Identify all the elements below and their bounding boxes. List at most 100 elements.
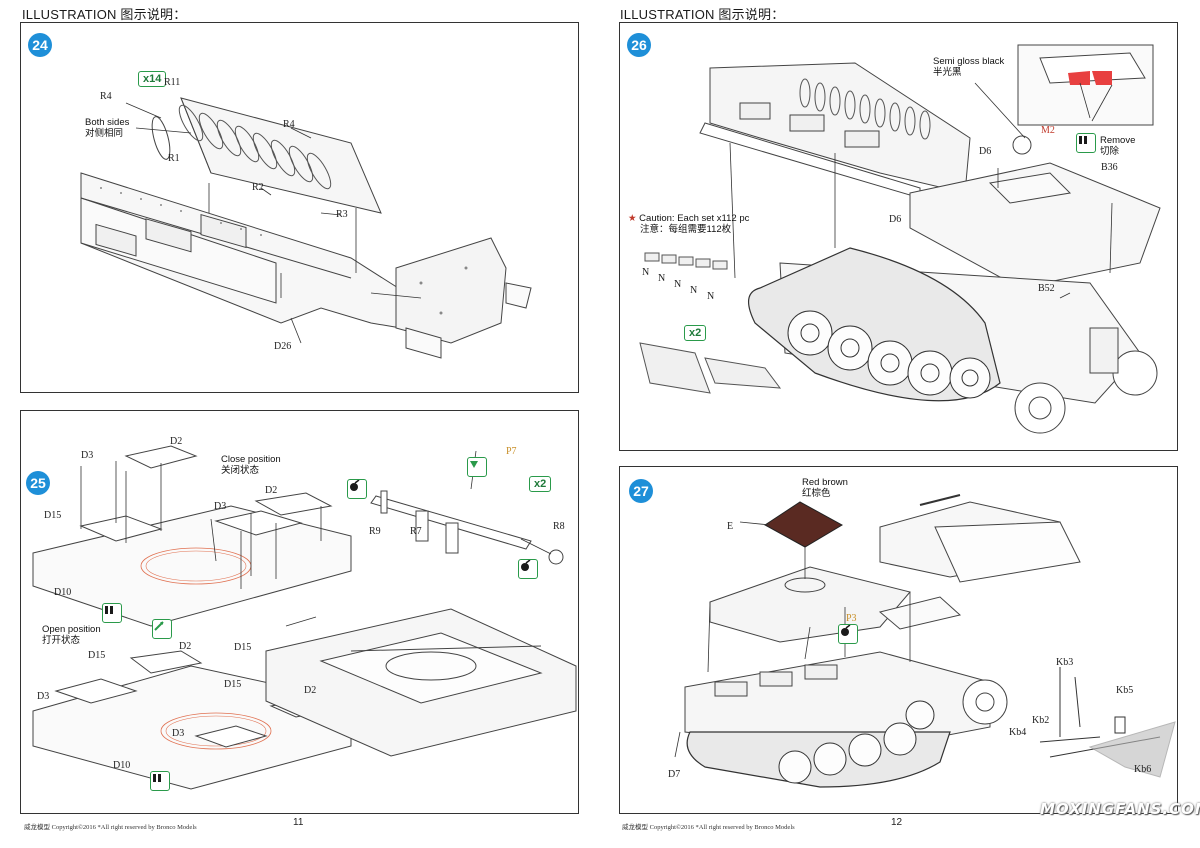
part-label-d2-d: D2 <box>304 685 317 696</box>
note-caution-cn: 注意：每组需要112枚 <box>640 224 732 235</box>
right-footer-copyright: 威龙模型 Copyright©2016 *All right reserved … <box>622 821 795 831</box>
step-24-panel: 24 <box>20 22 579 393</box>
part-label-r4: R4 <box>100 91 112 102</box>
part-label-d6: D6 <box>979 146 992 157</box>
part-label-e: E <box>727 521 734 532</box>
note-remove-cn: 切除 <box>1100 146 1120 157</box>
part-label-kb2: Kb2 <box>1032 715 1050 726</box>
note-close-position-en: Close position <box>221 454 281 465</box>
part-label-m2: M2 <box>1041 125 1055 136</box>
note-both-sides-en: Both sides <box>85 117 130 128</box>
left-footer-copyright: 威龙模型 Copyright©2016 *All right reserved … <box>24 821 197 831</box>
site-watermark: MOXINGFANS.COM <box>1040 800 1200 818</box>
open-close-icon <box>152 619 172 639</box>
part-label-p3: P3 <box>846 613 857 624</box>
glue-icon <box>518 559 538 579</box>
right-footer-text: Copyright©2016 *All right reserved by Br… <box>649 824 795 831</box>
part-label-d10: D10 <box>54 587 72 598</box>
part-label-d2-b: D2 <box>265 485 278 496</box>
note-red-brown-en: Red brown <box>802 477 848 488</box>
step-27-drawing <box>674 494 1176 788</box>
step-number-badge: 26 <box>627 33 651 57</box>
glue-icon <box>347 479 367 499</box>
right-footer-brand: 威龙模型 <box>622 824 648 831</box>
note-open-position-en: Open position <box>42 624 101 635</box>
note-open-position-cn: 打开状态 <box>42 635 81 646</box>
remove-icon <box>1076 133 1096 153</box>
part-label-n: N <box>642 267 650 278</box>
part-label-n: N <box>658 273 666 284</box>
note-semi-gloss-black-cn: 半光黑 <box>933 67 962 78</box>
part-label-r11: R11 <box>164 77 181 88</box>
part-label-d10-b: D10 <box>113 760 131 771</box>
part-label-kb6: Kb6 <box>1134 764 1152 775</box>
part-label-d15-c: D15 <box>88 650 106 661</box>
quantity-badge: x2 <box>529 476 552 492</box>
note-red-brown: Red brown 红棕色 <box>802 477 848 499</box>
quantity-badge: x14 <box>138 71 167 87</box>
glue-drop-icon <box>841 625 851 636</box>
step-27-panel: 27 <box>619 466 1178 814</box>
step-26-drawing <box>639 44 1161 434</box>
part-label-d2-c: D2 <box>179 641 192 652</box>
option-b-icon <box>153 774 161 782</box>
note-close-position: Close position 关闭状态 <box>221 454 281 476</box>
part-label-r8: R8 <box>553 521 565 532</box>
part-label-d3-c: D3 <box>37 691 50 702</box>
caution-star-icon: ★ <box>628 213 637 224</box>
part-label-d2: D2 <box>170 436 183 447</box>
part-label-b36: B36 <box>1101 162 1118 173</box>
right-page-number: 12 <box>891 817 903 828</box>
part-label-r3: R3 <box>336 209 348 220</box>
part-label-r2: R2 <box>252 182 264 193</box>
step-number-badge: 27 <box>629 479 653 503</box>
part-label-d3-b: D3 <box>214 501 227 512</box>
note-both-sides-cn: 对侧相同 <box>85 128 124 139</box>
note-both-sides: Both sides 对侧相同 <box>85 117 129 139</box>
part-label-d15-d: D15 <box>224 679 242 690</box>
part-label-p7: P7 <box>506 446 517 457</box>
part-label-d26: D26 <box>274 341 292 352</box>
left-page-title: ILLUSTRATION 图示说明： <box>22 7 187 22</box>
part-label-n: N <box>690 285 698 296</box>
step-24-drawing <box>80 97 532 359</box>
part-label-kb5: Kb5 <box>1116 685 1134 696</box>
glue-drop-icon <box>350 480 360 491</box>
step-26-panel: 26 <box>619 22 1178 451</box>
note-close-position-cn: 关闭状态 <box>221 465 260 476</box>
part-label-n: N <box>707 291 715 302</box>
note-remove: Remove 切除 <box>1100 135 1135 157</box>
part-label-r1: R1 <box>168 153 180 164</box>
note-semi-gloss-black-en: Semi gloss black <box>933 56 1005 67</box>
part-label-d3-d: D3 <box>172 728 185 739</box>
quantity-badge: x2 <box>684 325 707 341</box>
part-label-n: N <box>674 279 682 290</box>
glue-drop-icon <box>521 560 531 571</box>
option-icon <box>102 603 122 623</box>
step-25-panel: 25 <box>20 410 579 814</box>
note-open-position: Open position 打开状态 <box>42 624 101 646</box>
note-red-brown-cn: 红棕色 <box>802 488 831 499</box>
cut-icon <box>1079 136 1087 144</box>
option-icon <box>150 771 170 791</box>
right-page-title: ILLUSTRATION 图示说明： <box>620 7 785 22</box>
part-label-r7: R7 <box>410 526 422 537</box>
part-label-d15-b: D15 <box>234 642 252 653</box>
part-label-r9: R9 <box>369 526 381 537</box>
part-label-d3: D3 <box>81 450 94 461</box>
left-page-number: 11 <box>293 817 304 828</box>
step-number-badge: 25 <box>26 471 50 495</box>
part-label-b52: B52 <box>1038 283 1055 294</box>
option-a-icon <box>105 606 113 614</box>
bend-down-icon <box>467 457 487 477</box>
step-number-badge: 24 <box>28 33 52 57</box>
glue-icon <box>838 624 858 644</box>
swap-arrows-icon <box>154 621 164 631</box>
part-label-d7: D7 <box>668 769 681 780</box>
step-25-drawing <box>32 445 577 790</box>
part-label-d6-b: D6 <box>889 214 902 225</box>
left-footer-text: Copyright©2016 *All right reserved by Br… <box>51 824 197 831</box>
note-caution: ★ Caution: Each set x112 pc 注意：每组需要112枚 <box>628 213 749 235</box>
part-label-d15: D15 <box>44 510 62 521</box>
part-label-kb4: Kb4 <box>1009 727 1027 738</box>
